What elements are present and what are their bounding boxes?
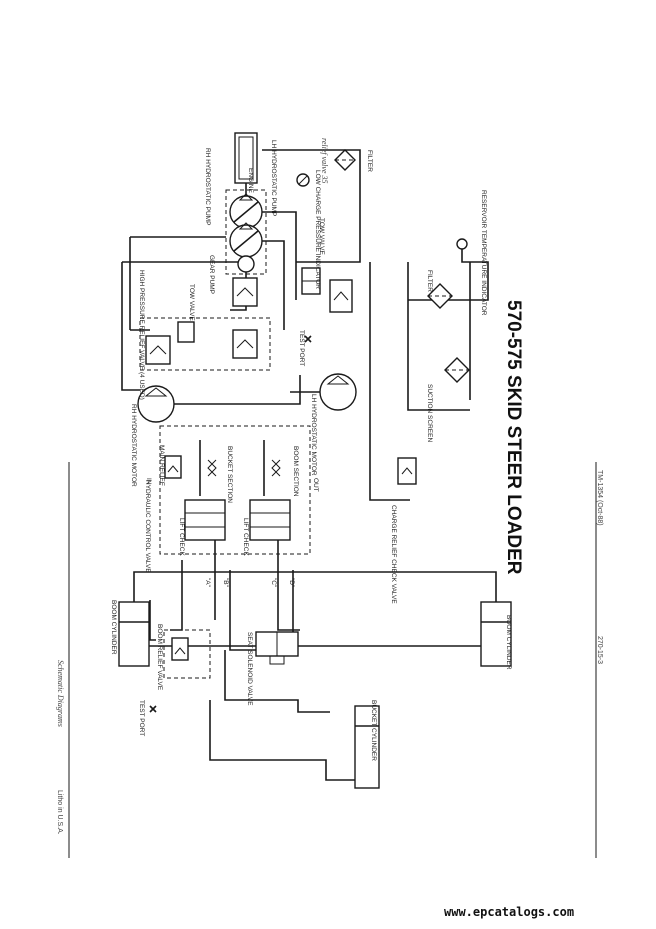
label-suction-screen: SUCTION SCREEN [426, 384, 433, 442]
relief-valve-left [145, 335, 171, 365]
label-engine: ENGINE [247, 168, 254, 194]
label-bucket-section: BUCKET SECTION [226, 446, 233, 503]
relief-mid-left-arrow [236, 339, 254, 349]
label-port-d: "D" [288, 578, 295, 588]
gear-pump-line [121, 261, 238, 391]
label-main-relief: MAIN RELIEF [158, 445, 165, 486]
reservoir-line [408, 240, 489, 301]
page-header: Schematic Diagrams [56, 660, 65, 727]
boom-relief-arrow [174, 647, 186, 655]
indicator-needle [298, 175, 308, 185]
boom-spool-block [249, 499, 291, 541]
relief-valve-upper-right [329, 279, 353, 313]
relief-upper-left-arrow [236, 287, 254, 297]
engine-inner [238, 136, 254, 180]
boom-cylinder-bottom-symbol [480, 601, 512, 667]
label-port-c: "C" [270, 578, 277, 588]
pencil-note: relief valve 35 [320, 138, 329, 183]
label-reservoir-temp: RESERVOIR TEMPERATURE INDICATOR [480, 190, 487, 316]
hydraulic-control-valve-outline [159, 425, 311, 555]
boom-cylinder-top-symbol [118, 601, 150, 667]
lh-motor-triangle [326, 375, 350, 385]
label-tow-valve-upper: TOW VALVE [318, 218, 325, 256]
label-boom-cylinder-top: BOOM CYLINDER [110, 600, 117, 655]
seat-solenoid-coil [269, 655, 285, 665]
label-test-port-center: TEST PORT [298, 330, 305, 366]
reservoir-temp-indicator-symbol [456, 238, 468, 250]
footer-left: Litho in U.S.A. [56, 790, 63, 835]
lower-cylinder-lines [149, 600, 330, 713]
bucket-cylinder-symbol [354, 705, 380, 789]
label-port-a: "A" [204, 578, 211, 588]
valve-section-lines [199, 440, 279, 570]
footer-right: TM-1354 (Oct-88) [596, 470, 603, 526]
tow-valve-lower-symbol [177, 321, 195, 343]
return-line-vertical [369, 262, 410, 501]
label-boom-cylinder-bottom: BOOM CYLINDER [505, 615, 512, 670]
pump-flow-triangles [238, 193, 254, 230]
boom-relief-valve-outline [163, 629, 211, 679]
label-boom-section: BOOM SECTION [292, 446, 299, 497]
relief-valve-upper-left [232, 277, 258, 307]
relief-valve-mid-left [232, 329, 258, 359]
rh-motor-triangle [144, 387, 168, 397]
label-lh-pump: LH HYDROSTATIC PUMP [270, 140, 277, 216]
label-bucket-cylinder: BUCKET CYLINDER [370, 700, 377, 761]
label-port-b: "B" [222, 578, 229, 588]
filter-line-vertical [407, 262, 470, 411]
component-labels: ENGINE LH HYDROSTATIC PUMP RH HYDROSTATI… [110, 140, 512, 761]
boom-relief-valve-symbol [171, 637, 189, 661]
label-low-charge: LOW CHARGE PRESSURE INDICATOR [314, 170, 321, 289]
bucket-cylinder-line [209, 700, 355, 781]
label-seat-solenoid-valve: SEAT SOLENOID VALVE [246, 632, 253, 706]
main-relief-symbol [164, 455, 182, 479]
charge-relief-arrow [401, 467, 413, 475]
watermark: www.epcatalogs.com [444, 905, 574, 919]
test-port-center-mark [304, 335, 312, 343]
label-lift-check-2: LIFT CHECK [242, 518, 249, 556]
label-gear-pump: GEAR PUMP [208, 255, 215, 294]
label-tow-valve-lower: TOW VALVE [188, 284, 195, 322]
page-title: 570-575 SKID STEER LOADER [503, 300, 524, 575]
test-port-left-mark [149, 705, 157, 713]
relief-group-outline [139, 317, 271, 371]
section-check-symbols [207, 459, 281, 477]
label-hydraulic-control-valve: HYDRAULIC CONTROL VALVE [144, 480, 151, 573]
lh-hydrostatic-motor-symbol [319, 373, 357, 411]
mid-filter-symbol [427, 283, 453, 309]
relief-upper-right-arrow [333, 291, 349, 301]
label-rh-pump: RH HYDROSTATIC PUMP [204, 148, 211, 225]
label-filter-mid: FILTER [426, 270, 433, 292]
label-charge-relief: CHARGE RELIEF CHECK VALVE [390, 505, 397, 604]
main-relief-arrow [167, 465, 179, 473]
suction-screen-symbol [444, 357, 470, 383]
label-rh-motor: RH HYDROSTATIC MOTOR [130, 404, 137, 487]
pump-variable-arrows [233, 201, 259, 252]
label-high-pressure-relief: HIGH PRESSURE RELIEF VALVE (4 USED) [138, 270, 145, 400]
motor-connecting-lines [174, 375, 320, 405]
label-port-out: OUT [312, 478, 319, 492]
relief-left-arrow [149, 345, 167, 355]
boom-cylinder-link-line [133, 571, 497, 580]
label-boom-relief-valve: BOOM RELIEF VALVE [156, 624, 163, 691]
label-lift-check-1: LIFT CHECK [178, 518, 185, 556]
footer-center: 270-15-3 [596, 636, 603, 664]
label-port-in: IN [145, 478, 152, 485]
bucket-spool-block [184, 499, 226, 541]
label-filter-top: FILTER [366, 150, 373, 172]
top-return-line [262, 149, 361, 263]
charge-relief-check-valve-symbol [397, 457, 417, 485]
label-test-port-left: TEST PORT [138, 700, 145, 736]
gear-pump-symbol [237, 255, 255, 273]
label-lh-motor: LH HYDROSTATIC MOTOR [310, 394, 317, 476]
